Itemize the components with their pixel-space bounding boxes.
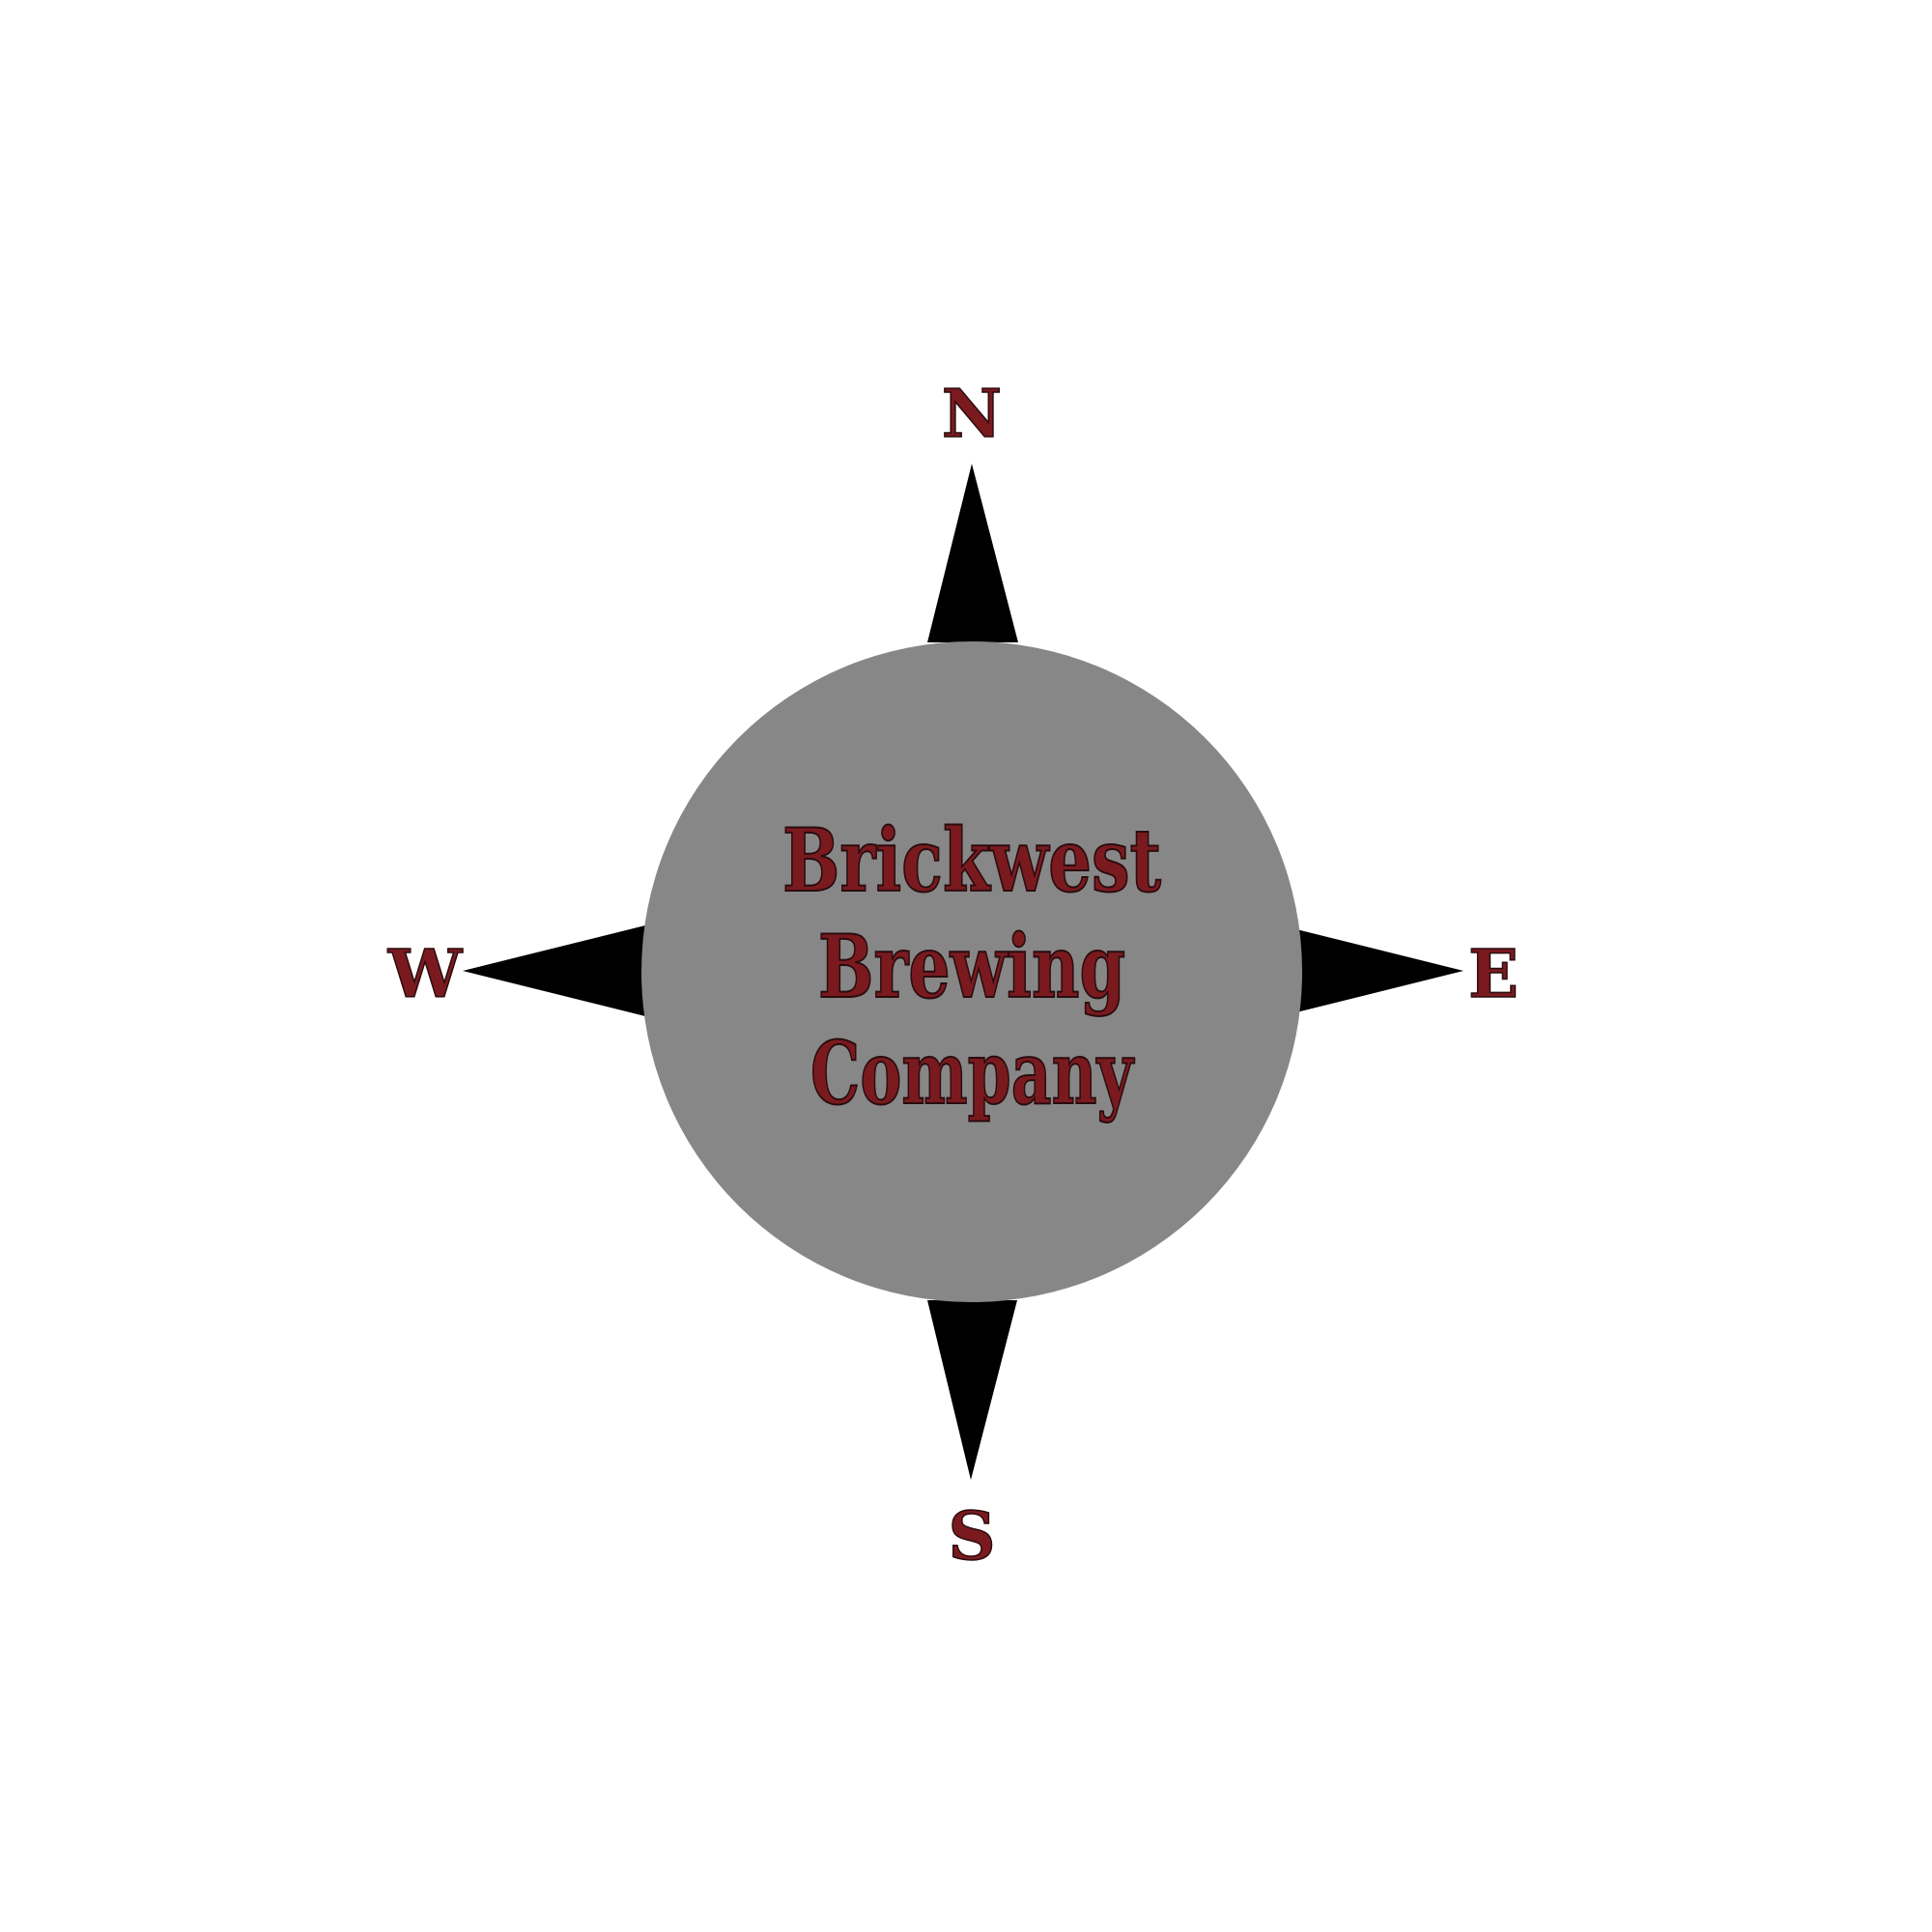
brand-name-line-1: Brickwest bbox=[782, 810, 1161, 912]
center-disc bbox=[641, 641, 1302, 1302]
west-point bbox=[463, 925, 645, 1016]
brand-name-line-3: Company bbox=[810, 1022, 1135, 1124]
east-label: E bbox=[1468, 936, 1519, 1013]
east-point bbox=[1296, 929, 1463, 1012]
north-point bbox=[927, 464, 1018, 642]
south-label: S bbox=[948, 1498, 995, 1576]
west-label: W bbox=[387, 936, 464, 1013]
north-label: N bbox=[942, 376, 1002, 453]
south-point bbox=[927, 1300, 1017, 1480]
brand-name-line-2: Brewing bbox=[818, 916, 1125, 1018]
